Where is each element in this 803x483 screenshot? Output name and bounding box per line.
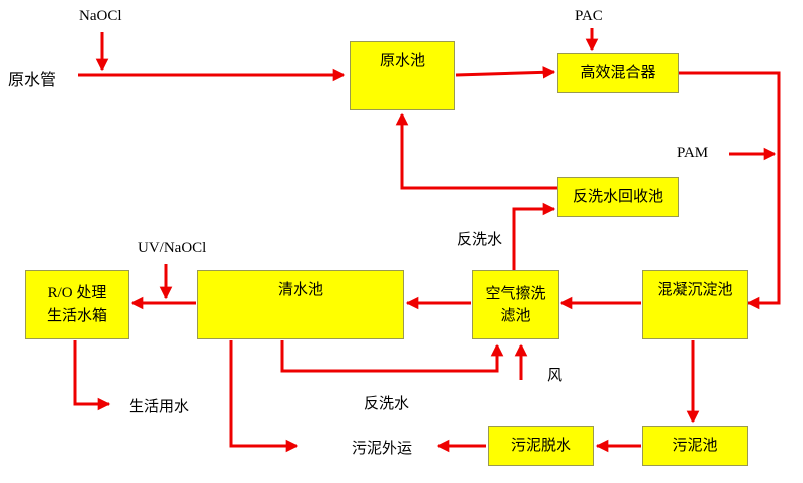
mixer-to-coagulation-arrow [679, 71, 781, 310]
high-efficiency-mixer-node: 高效混合器 [557, 53, 679, 93]
naocl-label: NaOCl [79, 8, 122, 24]
sludge-tank-label: 污泥池 [672, 436, 718, 455]
ro-treatment-label: R/O 处理 [47, 284, 107, 301]
sludge-dewatering-label: 污泥脱水 [510, 436, 571, 455]
raw-tank-to-mixer-arrow [455, 66, 556, 79]
sludge-export-label: 污泥外运 [352, 439, 413, 457]
clear-tank-backwash-to-filter-arrow [280, 340, 504, 373]
clear-water-tank-node: 清水池 [197, 270, 404, 339]
backwash-recovery-tank-label: 反洗水回收池 [572, 187, 663, 206]
sludge-dewatering-node: 污泥脱水 [488, 426, 594, 466]
recovery-to-raw-tank-arrow [395, 112, 557, 190]
coagulation-sedimentation-tank-node: 混凝沉淀池 [642, 270, 748, 339]
clear-tank-to-sludge-export-arrow [229, 340, 299, 453]
raw-water-tank-label: 原水池 [379, 51, 425, 69]
sludge-tank-node: 污泥池 [642, 426, 748, 466]
clear-water-tank-label: 清水池 [277, 280, 323, 298]
raw-water-tank-node: 原水池 [350, 41, 455, 110]
air-scour-filter-node: 空气擦洗 滤池 [472, 270, 559, 339]
domestic-water-tank-label: 生活水箱 [46, 305, 107, 324]
pac-label: PAC [575, 8, 603, 24]
wind-label: 风 [547, 366, 563, 384]
ro-to-domestic-water-arrow [73, 340, 111, 411]
air-scour-filter-label-line1: 空气擦洗 [485, 283, 546, 302]
domestic-water-label: 生活用水 [129, 397, 190, 415]
ro-domestic-tank-node: R/O 处理 生活水箱 [25, 270, 129, 339]
uv-naocl-label: UV/NaOCl [138, 240, 207, 256]
pam-label: PAM [677, 145, 709, 161]
backwash-water-label-top: 反洗水 [457, 230, 503, 248]
coagulation-sedimentation-tank-label: 混凝沉淀池 [657, 280, 733, 298]
backwash-water-label-bottom: 反洗水 [364, 394, 410, 412]
high-efficiency-mixer-label: 高效混合器 [580, 63, 656, 82]
backwash-recovery-tank-node: 反洗水回收池 [557, 177, 679, 217]
filter-backwash-to-recovery-arrow [512, 202, 556, 270]
raw-water-pipe-label: 原水管 [8, 70, 57, 89]
air-scour-filter-label-line2: 滤池 [500, 305, 531, 324]
